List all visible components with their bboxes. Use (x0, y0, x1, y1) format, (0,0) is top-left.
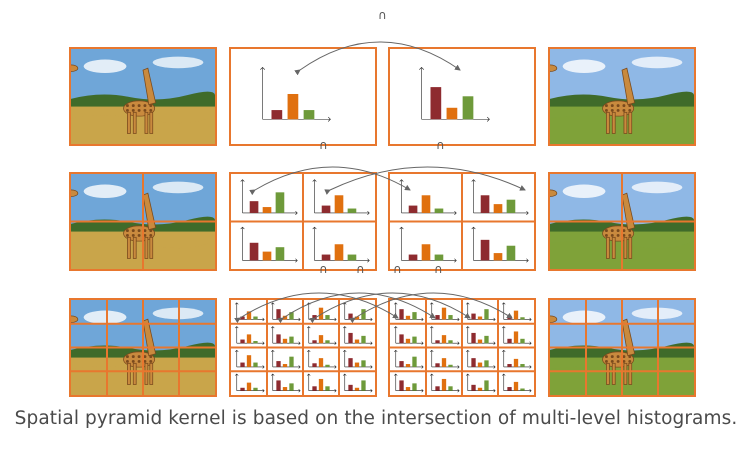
intersection-symbol: ∩ (319, 138, 328, 152)
intersection-symbol: ∩ (319, 262, 328, 276)
giraffe-savanna-green-grass-photo (550, 49, 694, 144)
grid-overlay (71, 174, 215, 269)
intersection-symbol: ∩ (356, 262, 365, 276)
giraffe-savanna-dry-grass-photo (71, 49, 215, 144)
intersection-arc (294, 41, 461, 76)
level-2-left-image (69, 298, 217, 397)
histogram-cells (260, 66, 331, 122)
intersection-symbol: ∩ (436, 138, 445, 152)
grid-overlay (71, 300, 215, 395)
level-2-right-image (548, 298, 696, 397)
intersection-arc (234, 292, 399, 324)
level-1-right-image (548, 172, 696, 271)
grid-overlay (550, 174, 694, 269)
intersection-arc (324, 166, 526, 195)
level-0-right-image (548, 47, 696, 146)
grid-overlay (550, 300, 694, 395)
level-0-left-image (69, 47, 217, 146)
intersection-symbol: ∩ (378, 8, 387, 22)
intersection-symbol: ∩ (393, 262, 402, 276)
figure-caption: Spatial pyramid kernel is based on the i… (14, 408, 738, 429)
intersection-arc (277, 292, 436, 324)
intersection-symbol: ∩ (434, 262, 443, 276)
intersection-arc (349, 292, 513, 324)
level-0-left-histograms (229, 47, 377, 146)
level-1-left-image (69, 172, 217, 271)
histogram-cells (231, 174, 375, 269)
intersection-arc (309, 292, 471, 324)
level-0-right-histograms (388, 47, 536, 146)
intersection-arc (249, 166, 411, 196)
level-2-right-histograms (388, 298, 536, 397)
